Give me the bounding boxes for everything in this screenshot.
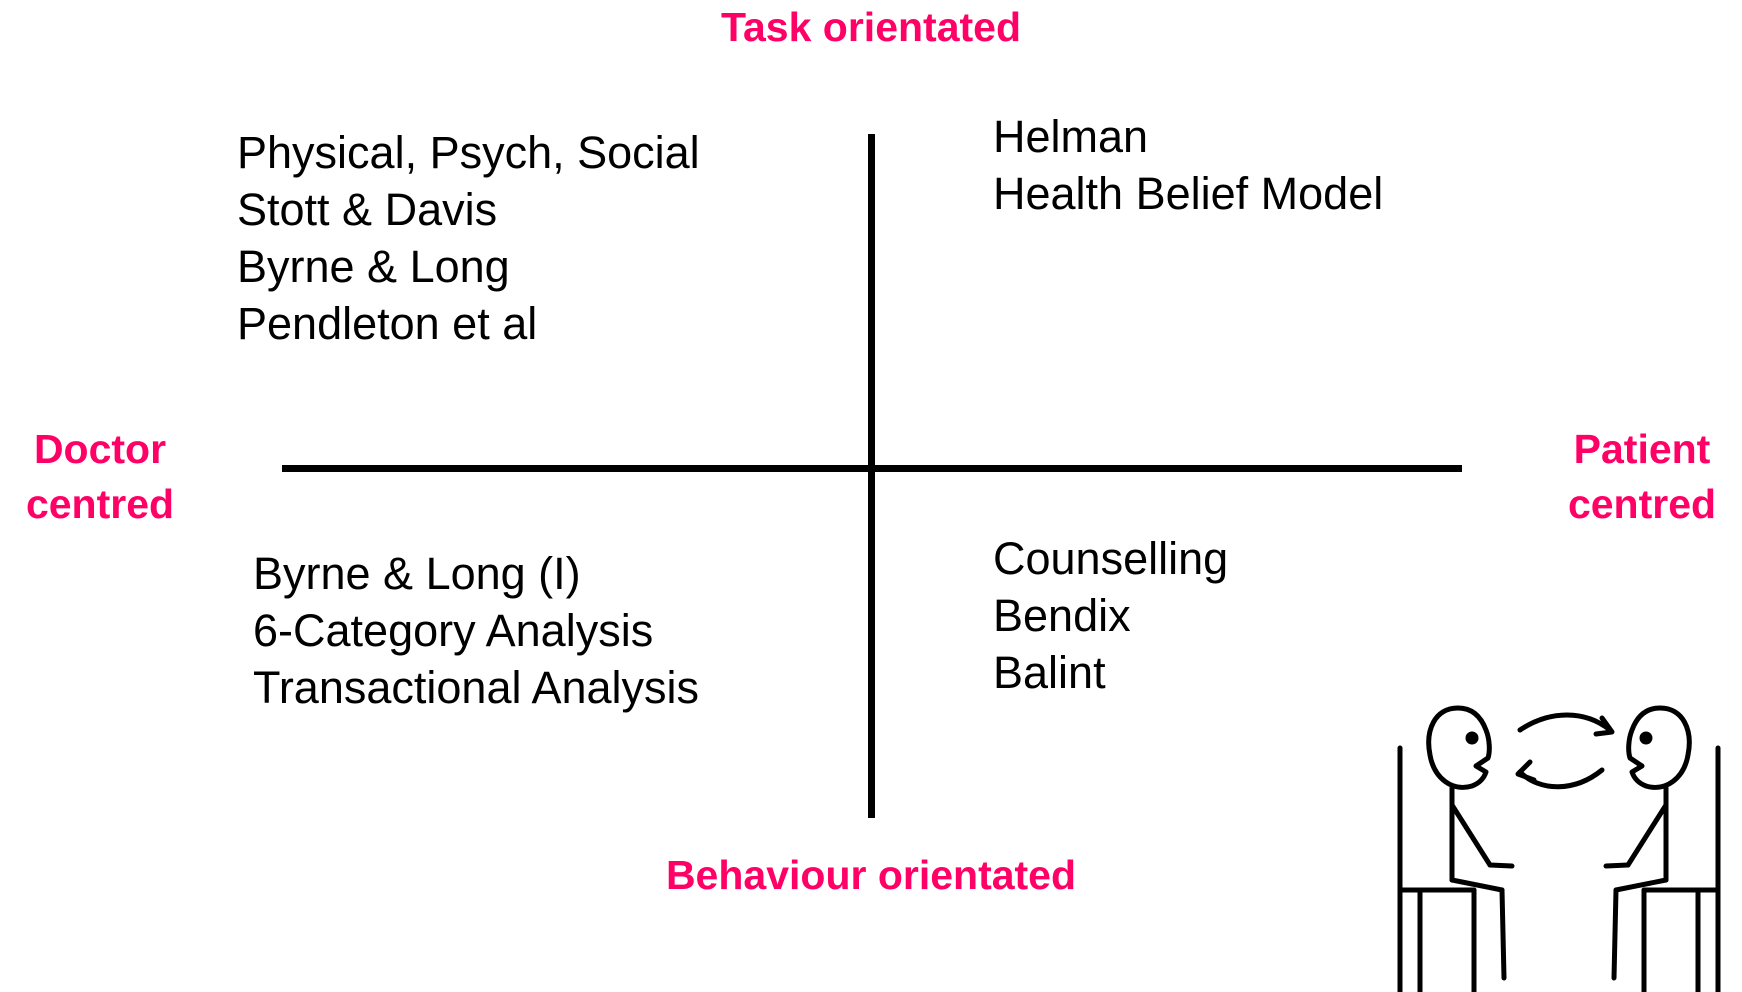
task-orientated-label: Task orientated: [721, 4, 1021, 50]
quadrant-item: Counselling: [993, 533, 1229, 584]
quadrant-item: Byrne & Long: [237, 241, 510, 292]
quadrant-top-right: Helman Health Belief Model: [993, 108, 1383, 222]
centred-label-line: centred: [1567, 481, 1717, 527]
axis-label-top: Task orientated: [0, 0, 1742, 55]
behaviour-orientated-label: Behaviour orientated: [665, 852, 1077, 898]
quadrant-bottom-left: Byrne & Long (I) 6-Category Analysis Tra…: [253, 545, 699, 716]
quadrant-item: Pendleton et al: [237, 298, 538, 349]
centred-label-line: centred: [25, 481, 175, 527]
two-people-conversation-icon: [1380, 700, 1742, 992]
quadrant-item: Health Belief Model: [993, 168, 1384, 219]
quadrant-item: 6-Category Analysis: [253, 605, 654, 656]
quadrant-item: Byrne & Long (I): [253, 548, 581, 599]
axis-label-bottom: Behaviour orientated: [0, 848, 1742, 903]
quadrant-item: Transactional Analysis: [253, 662, 700, 713]
axis-label-right: Patient centred: [1542, 422, 1742, 532]
quadrant-item: Stott & Davis: [237, 184, 498, 235]
quadrant-bottom-right: Counselling Bendix Balint: [993, 530, 1228, 701]
patient-label-line: Patient: [1573, 426, 1711, 472]
vertical-axis-line: [868, 134, 875, 818]
quadrant-top-left: Physical, Psych, Social Stott & Davis By…: [237, 124, 700, 352]
axis-label-left: Doctor centred: [0, 422, 200, 532]
quadrant-item: Balint: [993, 647, 1106, 698]
quadrant-item: Helman: [993, 111, 1149, 162]
quadrant-item: Bendix: [993, 590, 1131, 641]
quadrant-item: Physical, Psych, Social: [237, 127, 700, 178]
doctor-label-line: Doctor: [33, 426, 167, 472]
